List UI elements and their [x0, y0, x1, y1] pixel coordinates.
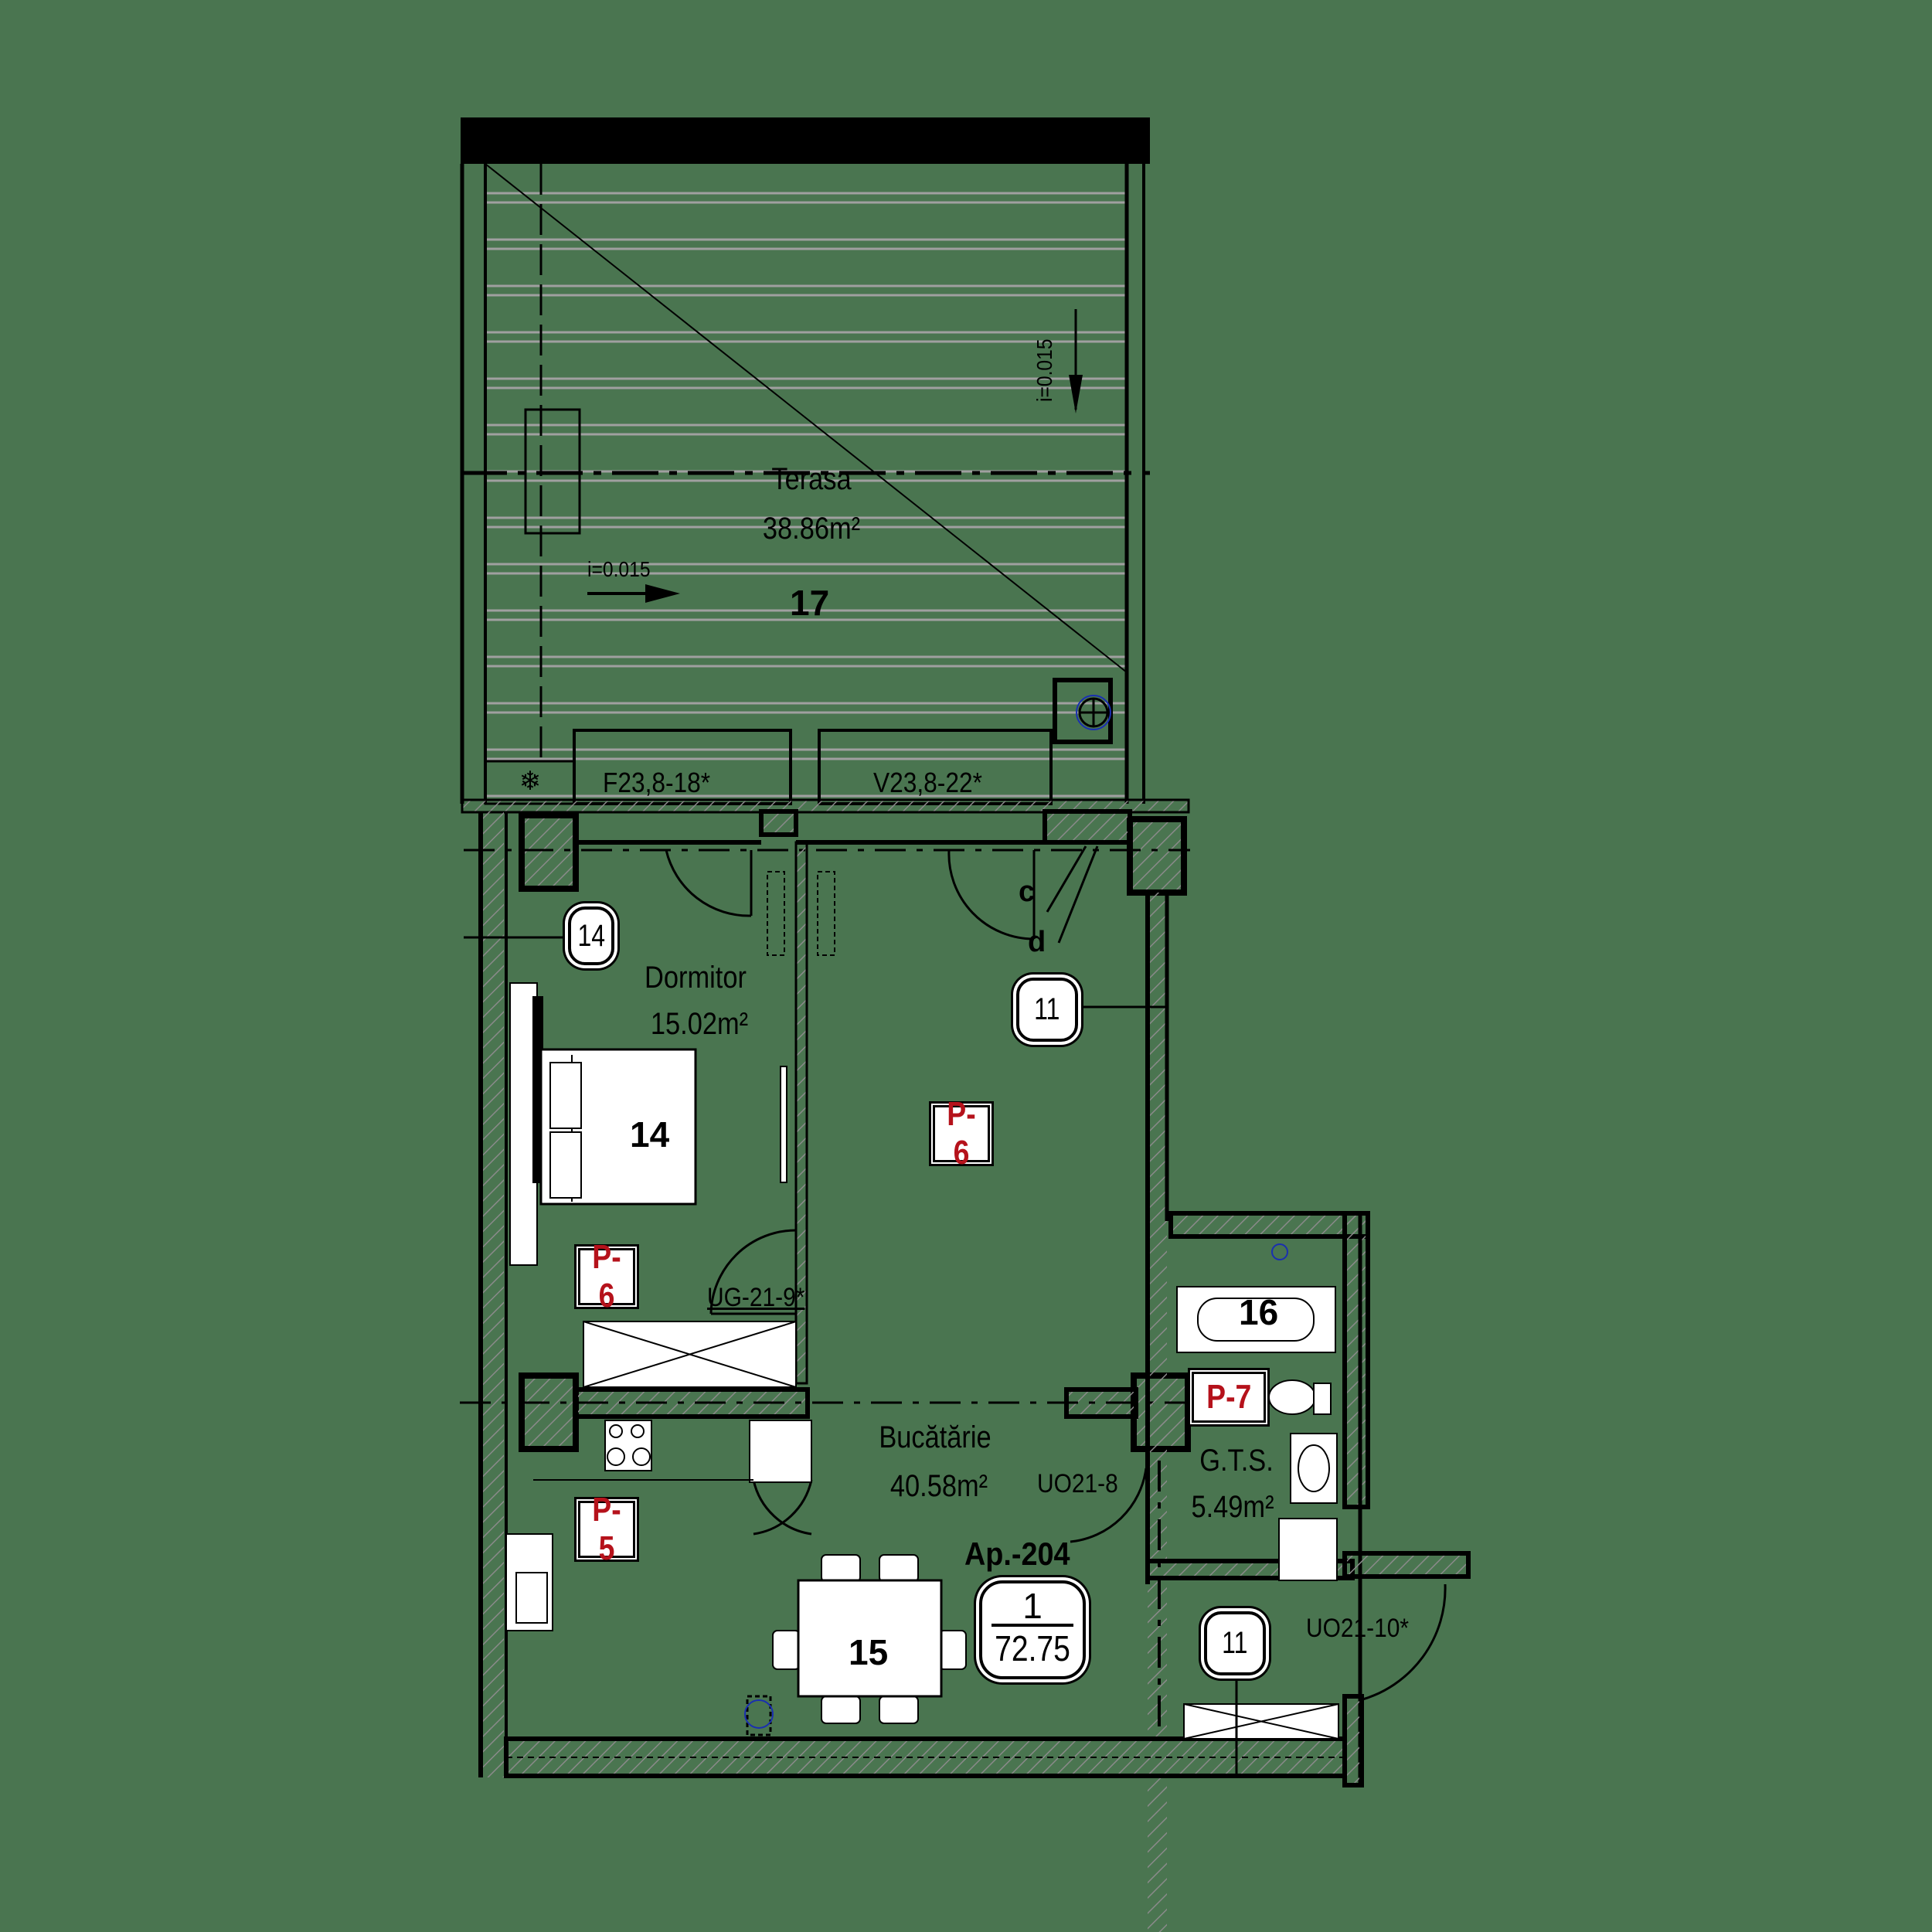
window-code-v23: V23,8-22* — [873, 767, 982, 798]
unit-number: 1 — [992, 1583, 1073, 1627]
room-number-bucatarie: 15 — [849, 1632, 889, 1672]
unit-area: 72.75 — [995, 1628, 1070, 1668]
doors — [665, 849, 1447, 1702]
walls — [460, 798, 1471, 1932]
wall-bubble-14: 14 — [568, 906, 614, 965]
room-name-gts: G.T.S. — [1199, 1444, 1274, 1478]
room-area-dormitor: 15.02m² — [650, 1007, 749, 1041]
finish-tag-p7: P-7 — [1190, 1370, 1267, 1424]
wall-bubble-11-bottom-text: 11 — [1222, 1626, 1248, 1660]
section-mark-d: d — [1028, 926, 1046, 958]
room-area-terasa: 38.86m² — [762, 512, 861, 546]
finish-tag-p5: P-5 — [577, 1491, 637, 1567]
room-name-dormitor: Dormitor — [645, 961, 747, 995]
room-number-dormitor: 14 — [630, 1114, 670, 1155]
finish-tag-p6-bedroom: P-6 — [577, 1238, 637, 1315]
svg-text:❄: ❄ — [519, 767, 542, 796]
slope-label-horizontal: i=0.015 — [587, 557, 651, 581]
finish-tag-p5-text: P-5 — [592, 1491, 621, 1567]
finish-tag-p6-living-text: P-6 — [947, 1095, 976, 1172]
unit-area-tag: 1 72.75 — [979, 1580, 1086, 1679]
wall-bubble-14-text: 14 — [577, 918, 605, 953]
wall-bubble-11-top: 11 — [1016, 978, 1078, 1042]
door-code-uo21-8: UO21-8 — [1037, 1469, 1118, 1498]
finish-tag-p6-bedroom-text: P-6 — [592, 1238, 621, 1315]
door-code-ug21-9: UG-21-9* — [707, 1283, 805, 1312]
terrace: ❄ — [460, 117, 1150, 805]
door-code-uo21-10: UO21-10* — [1306, 1614, 1410, 1643]
room-area-bucatarie: 40.58m² — [889, 1469, 988, 1503]
wall-bubble-11-top-text: 11 — [1034, 992, 1060, 1026]
room-name-terasa: Terasa — [771, 462, 852, 496]
room-name-bucatarie: Bucătărie — [879, 1420, 992, 1454]
room-area-gts: 5.49m² — [1191, 1490, 1274, 1524]
apartment-label: Ap.-204 — [964, 1536, 1070, 1572]
window-code-f23: F23,8-18* — [603, 767, 711, 798]
room-number-gts: 16 — [1239, 1292, 1279, 1332]
slope-label-vertical: i=0.015 — [1032, 338, 1056, 402]
room-number-terasa: 17 — [790, 583, 830, 623]
finish-tag-p6-living: P-6 — [931, 1095, 992, 1172]
wall-bubble-11-bottom: 11 — [1204, 1611, 1266, 1675]
section-mark-c: c — [1019, 876, 1036, 908]
furniture — [505, 871, 1339, 1740]
finish-tag-p7-text: P-7 — [1206, 1378, 1252, 1416]
